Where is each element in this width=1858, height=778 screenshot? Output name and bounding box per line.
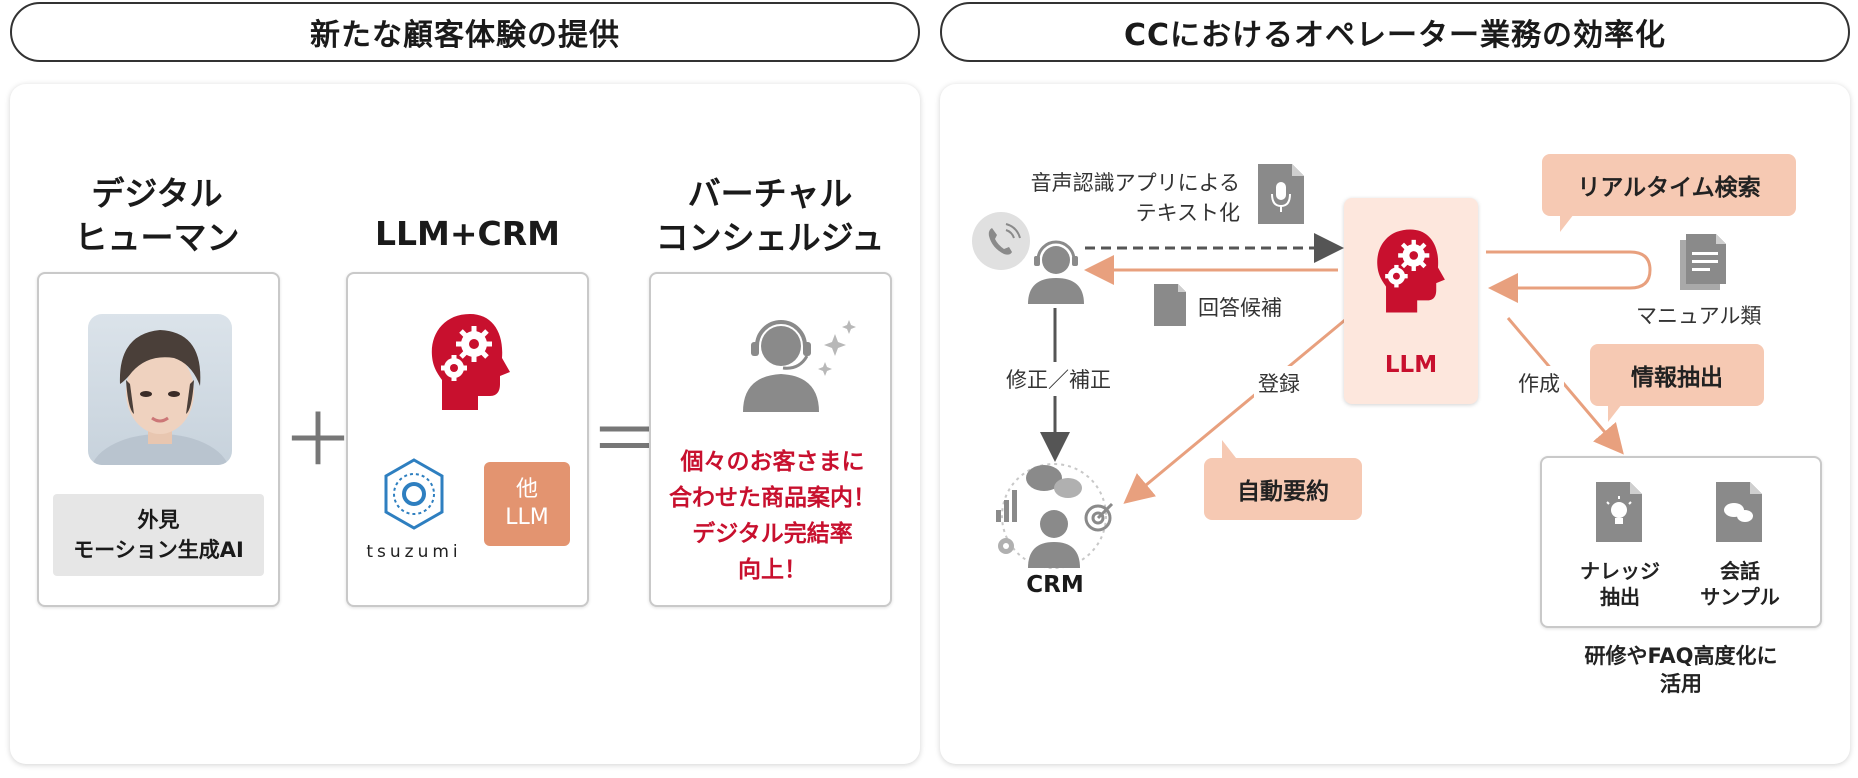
llm-box: LLM <box>1344 198 1478 404</box>
conversation-bubble-icon <box>1716 482 1762 542</box>
answer-document-icon <box>1154 284 1186 326</box>
virtual-concierge-box: 個々のお客さまに 合わせた商品案内！ デジタル完結率 向上！ <box>649 272 892 607</box>
create-arrow <box>1506 317 1624 455</box>
voice-document-icon <box>1258 164 1304 224</box>
answer-candidate-label: 回答候補 <box>1198 296 1282 320</box>
crm-icon <box>996 463 1114 569</box>
digital-human-box: 外見 モーション生成AI <box>37 272 280 607</box>
tsuzumi-logo-icon <box>384 458 444 530</box>
plus-sign: ＋ <box>282 398 355 482</box>
register-label: 登録 <box>1254 366 1304 400</box>
digital-human-heading: デジタル ヒューマン <box>74 174 240 257</box>
manuals-label: マニュアル類 <box>1636 304 1762 328</box>
llm-crm-heading: LLM+CRM <box>374 214 560 253</box>
conversation-sample-label: 会話 サンプル <box>1700 559 1780 609</box>
realtime-search-loop <box>1486 250 1652 303</box>
digital-human-avatar <box>88 314 232 465</box>
digital-human-caption: 外見 モーション生成AI <box>53 494 264 576</box>
register-arrow <box>1123 318 1346 504</box>
other-llm-badge: 他 LLM <box>484 462 570 546</box>
realtime-search-callout: リアルタイム検索 <box>1542 154 1796 232</box>
llm-label: LLM <box>1384 352 1438 378</box>
right-section-title: CCにおけるオペレーター業務の効率化 <box>940 2 1850 62</box>
llm-brain-icon <box>1377 229 1445 313</box>
knowledge-output-box: ナレッジ 抽出 会話 サンプル <box>1540 456 1822 628</box>
tsuzumi-label: tsuzumi <box>366 542 462 562</box>
phone-icon <box>972 212 1030 270</box>
ai-brain-icon <box>431 314 510 410</box>
virtual-concierge-heading: バーチャル コンシェルジュ <box>655 174 885 257</box>
concierge-result-text: 個々のお客さまに 合わせた商品案内！ デジタル完結率 向上！ <box>669 449 876 583</box>
create-label: 作成 <box>1514 366 1564 400</box>
operator-headset-icon <box>743 320 856 412</box>
info-extract-callout: 情報抽出 <box>1590 344 1764 422</box>
manual-documents-icon <box>1680 234 1726 290</box>
crm-label: CRM <box>1026 572 1084 598</box>
auto-summary-callout: 自動要約 <box>1204 440 1362 520</box>
llm-crm-box: tsuzumi 他 LLM <box>346 272 589 607</box>
operator-icon <box>1028 240 1084 304</box>
left-section-title: 新たな顧客体験の提供 <box>10 2 920 62</box>
usage-note: 研修やFAQ高度化に 活用 <box>1584 644 1778 696</box>
knowledge-idea-icon <box>1596 482 1642 542</box>
knowledge-extract-label: ナレッジ 抽出 <box>1580 559 1660 609</box>
speech-recognition-label: 音声認識アプリによる テキスト化 <box>1030 171 1240 225</box>
correction-label: 修正／補正 <box>1002 362 1115 396</box>
